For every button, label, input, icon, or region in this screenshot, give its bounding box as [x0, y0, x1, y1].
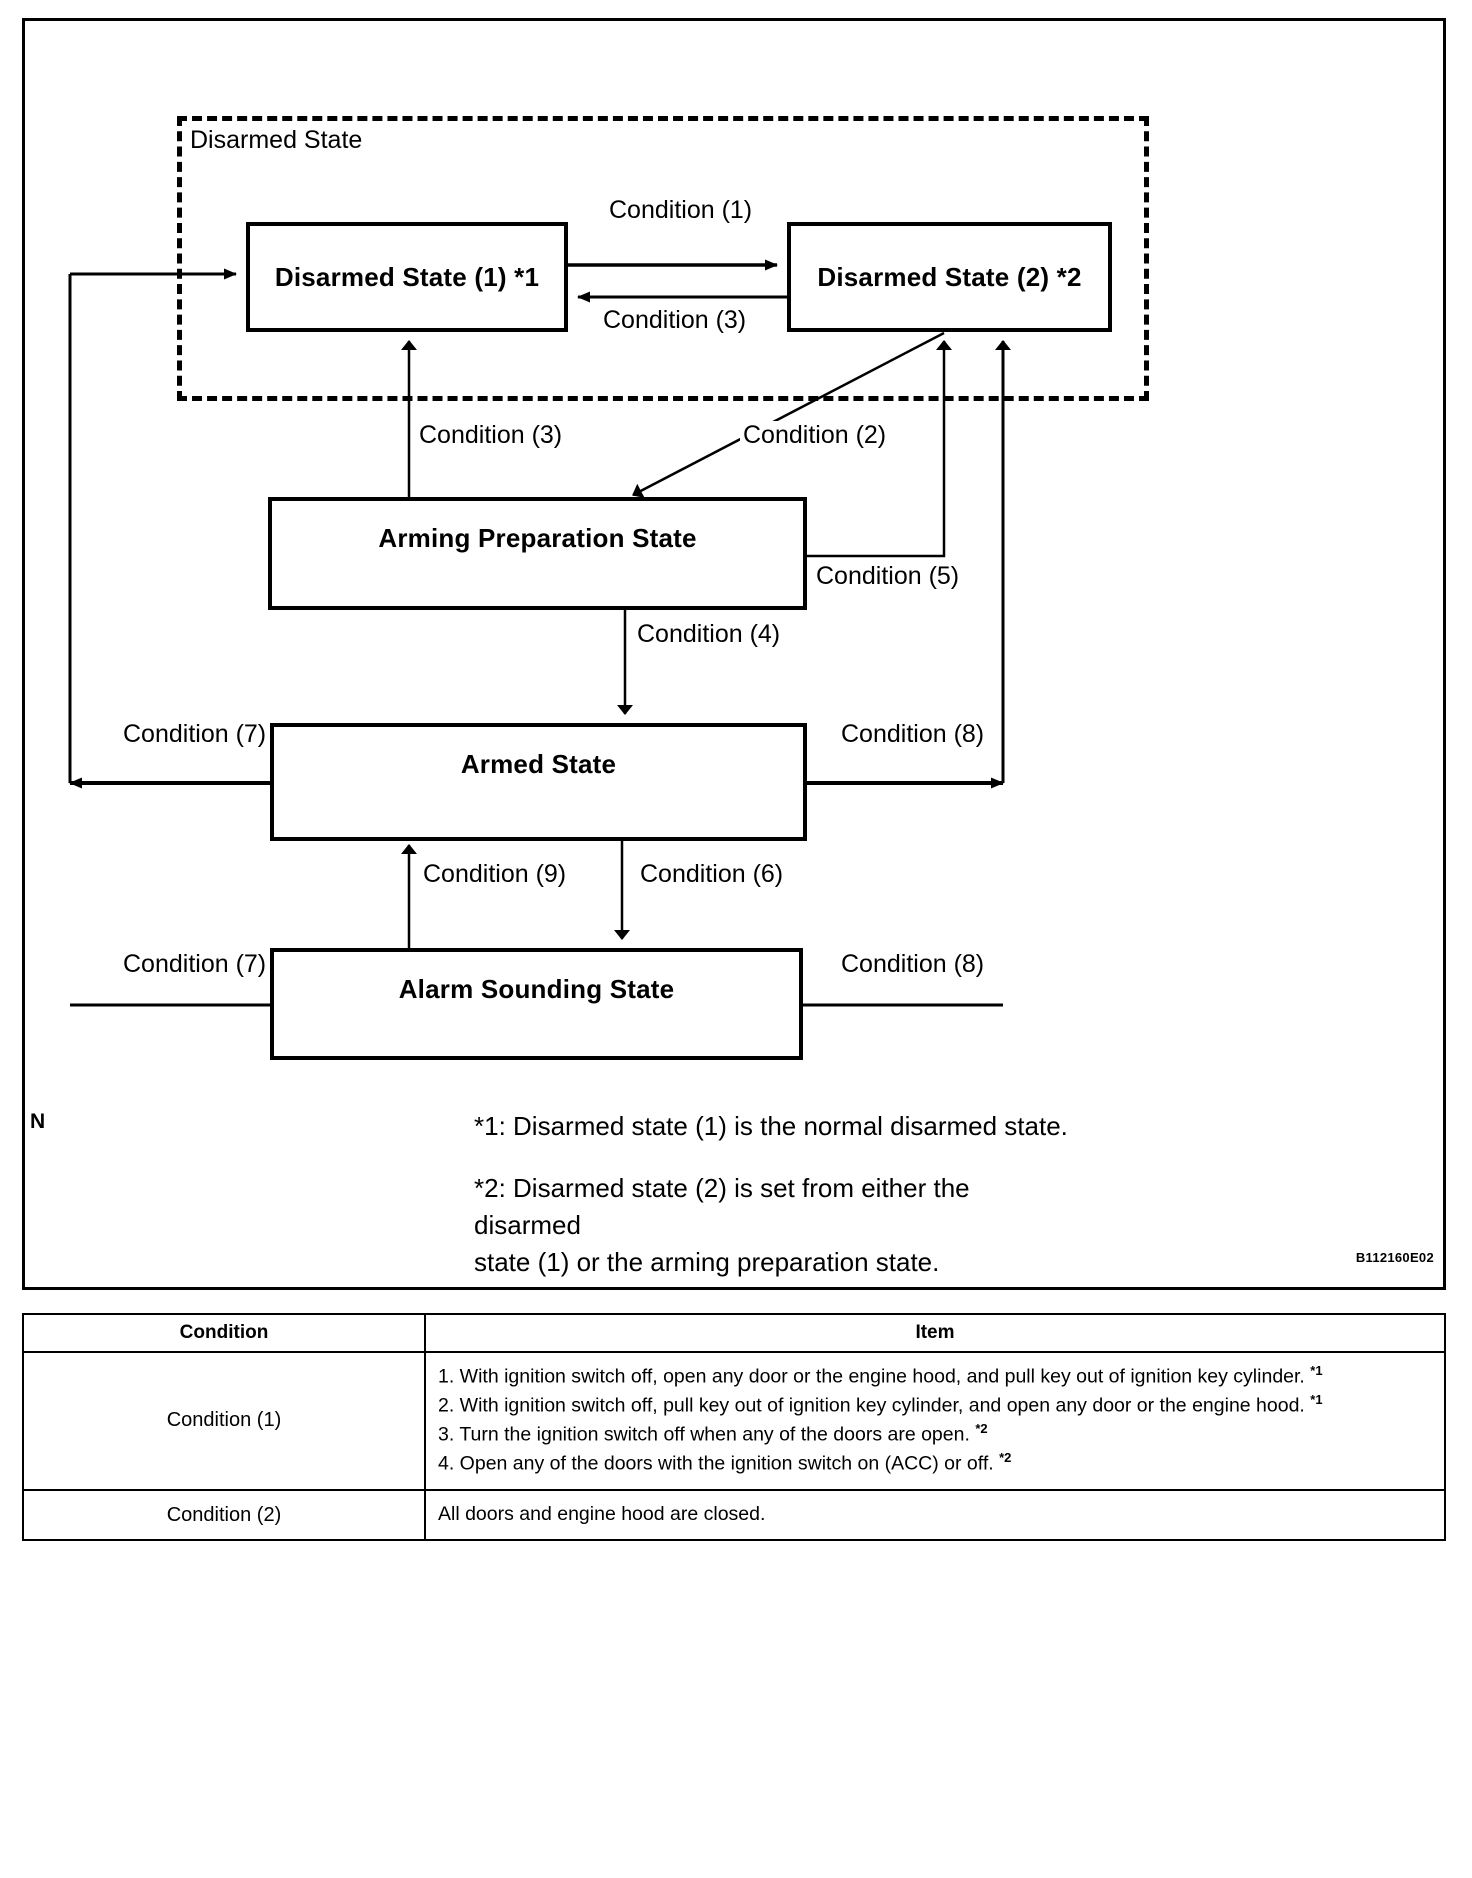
item-line: 3. Turn the ignition switch off when any…	[438, 1420, 988, 1446]
edge-label-condition-7-armed: Condition (7)	[120, 720, 270, 749]
footnote-2-line-2: state (1) or the arming preparation stat…	[474, 1246, 940, 1277]
table-row: Condition (2) All doors and engine hood …	[22, 1488, 1446, 1542]
state-box-arming-preparation-state[interactable]: Arming Preparation State	[268, 497, 807, 610]
edge-label-condition-1: Condition (1)	[606, 196, 756, 225]
column-header-condition: Condition	[22, 1313, 426, 1353]
figure-code: B112160E02	[1355, 1250, 1434, 1265]
item-line: 2. With ignition switch off, pull key ou…	[438, 1391, 1323, 1417]
edge-label-condition-3-left: Condition (3)	[416, 421, 566, 450]
edge-label-condition-2: Condition (2)	[740, 421, 890, 450]
edge-label-condition-4: Condition (4)	[634, 620, 784, 649]
footnote-1: *1: Disarmed state (1) is the normal dis…	[474, 1111, 1068, 1141]
edge-label-condition-8-alarm: Condition (8)	[838, 950, 988, 979]
condition-table: Condition Item Condition (1) 1. With ign…	[22, 1313, 1446, 1542]
state-box-disarmed-state-2[interactable]: Disarmed State (2) *2	[787, 222, 1112, 332]
state-box-disarmed-state-1[interactable]: Disarmed State (1) *1	[246, 222, 568, 332]
edge-label-condition-6: Condition (6)	[637, 860, 787, 889]
edge-label-condition-8-armed: Condition (8)	[838, 720, 988, 749]
item-line: 4. Open any of the doors with the igniti…	[438, 1449, 1012, 1475]
edge-label-condition-7-alarm: Condition (7)	[120, 950, 270, 979]
column-header-item: Item	[424, 1313, 1446, 1353]
cell-condition-name: Condition (2)	[22, 1488, 426, 1542]
state-box-alarm-sounding-state[interactable]: Alarm Sounding State	[270, 948, 803, 1060]
side-marker-n: N	[30, 1110, 46, 1133]
edge-label-condition-3-top: Condition (3)	[600, 306, 750, 335]
state-box-armed-state[interactable]: Armed State	[270, 723, 807, 841]
footnote-2: *2: Disarmed state (2) is set from eithe…	[474, 1170, 1074, 1281]
cell-condition-name: Condition (1)	[22, 1351, 426, 1491]
disarmed-state-group-label: Disarmed State	[186, 126, 367, 157]
item-line: 1. With ignition switch off, open any do…	[438, 1363, 1323, 1388]
cell-condition-item: 1. With ignition switch off, open any do…	[424, 1351, 1446, 1491]
disarmed-state-group	[177, 116, 1149, 401]
cell-condition-item: All doors and engine hood are closed.	[424, 1488, 1446, 1542]
footnote-2-line-1: *2: Disarmed state (2) is set from eithe…	[474, 1173, 970, 1240]
table-header-row: Condition Item	[22, 1313, 1446, 1353]
edge-label-condition-5: Condition (5)	[813, 562, 963, 591]
edge-label-condition-9: Condition (9)	[420, 860, 570, 889]
table-row: Condition (1) 1. With ignition switch of…	[22, 1351, 1446, 1491]
